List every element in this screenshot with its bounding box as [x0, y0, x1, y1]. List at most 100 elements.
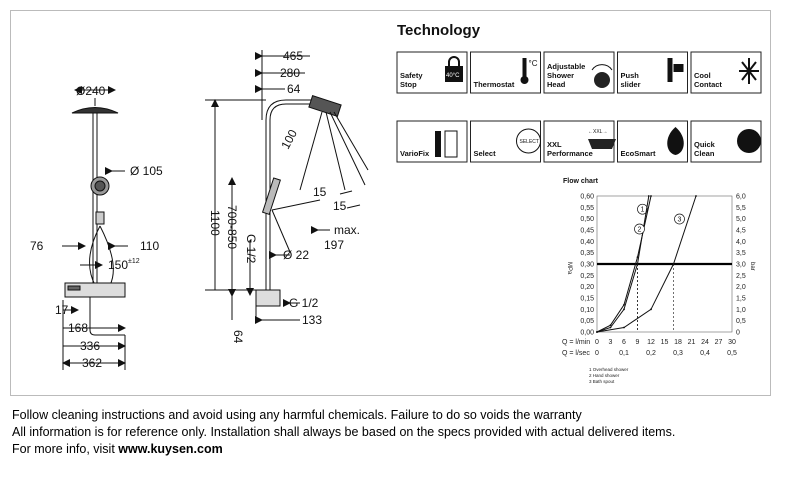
y-tick-right: 2,5	[736, 273, 746, 280]
dim-197: 197	[324, 238, 344, 252]
dim-64-bottom: 64	[231, 330, 245, 344]
tech-tile-label: Quick	[694, 140, 716, 149]
y-tick-right: 6,0	[736, 194, 746, 201]
y-tick-left: 0,55	[580, 205, 594, 212]
front-view	[62, 86, 128, 370]
tech-tile-label: Performance	[547, 149, 593, 158]
legend-entry: 3 Bath spout	[589, 379, 615, 384]
thermostat-icon: °C	[520, 58, 538, 84]
tech-tile-label: Adjustable	[547, 62, 585, 71]
y-tick-left: 0,00	[580, 330, 594, 337]
y-tick-left: 0,45	[580, 228, 594, 235]
tech-tile-label: Head	[547, 80, 566, 89]
technical-drawing: Ø240 Ø 105 76 110 150 ±12 17 168 336 362	[30, 22, 762, 384]
quick-clean-icon	[737, 129, 761, 153]
x-axis-label-lsec: Q = l/sec	[562, 350, 590, 357]
data-point	[695, 195, 697, 197]
y-tick-left: 0,05	[580, 318, 594, 325]
y-tick-left: 0,50	[580, 216, 594, 223]
dim-150: 150	[108, 258, 128, 272]
y-tick-left: 0,15	[580, 296, 594, 303]
y-tick-left: 0,25	[580, 273, 594, 280]
dim-max: max.	[334, 223, 360, 237]
dim-110: 110	[140, 239, 159, 253]
dim-150-tol: ±12	[128, 258, 140, 265]
data-point	[609, 326, 612, 329]
y-tick-right: 1,5	[736, 296, 746, 303]
y-tick-right: 1,0	[736, 307, 746, 314]
data-point	[623, 308, 625, 311]
y-tick-right: 5,0	[736, 216, 746, 223]
y-tick-left: 0,40	[580, 239, 594, 246]
tech-tile-label: slider	[621, 80, 641, 89]
x-tick-lmin: 0	[595, 339, 599, 346]
x-tick-lmin: 12	[647, 339, 655, 346]
footer-prefix: For more info, visit	[12, 442, 119, 456]
dim-g12-b: G 1/2	[289, 296, 319, 310]
dim-1100: 1100	[208, 210, 222, 236]
chart-title: Flow chart	[563, 178, 599, 185]
footer-line-3: For more info, visit www.kuysen.com	[12, 441, 782, 458]
dim-o22: Ø 22	[283, 248, 309, 262]
footer-line-2: All information is for reference only. I…	[12, 425, 676, 439]
tech-tile-badge: °C	[529, 59, 538, 68]
tech-tile-label: Stop	[400, 80, 417, 89]
dim-64-top: 64	[287, 82, 301, 96]
tech-tile-label: Safety	[400, 71, 423, 80]
website-link[interactable]: www.kuysen.com	[118, 442, 223, 456]
side-view	[205, 50, 369, 324]
dim-15-b: 15	[333, 199, 347, 213]
variofix-icon	[435, 130, 458, 158]
y-tick-left: 0,10	[580, 307, 594, 314]
dim-17: 17	[55, 303, 69, 317]
tech-tile-label: Push	[621, 71, 640, 80]
dim-240: Ø240	[76, 84, 106, 98]
data-point	[650, 308, 652, 311]
tech-tile-label: Thermostat	[474, 80, 515, 89]
x-tick-lmin: 27	[715, 339, 723, 346]
y-tick-right: 4,5	[736, 228, 746, 235]
x-tick-lsec: 0,4	[700, 350, 710, 357]
adjustable-head-icon	[591, 64, 613, 88]
tech-tile-label: Clean	[694, 149, 715, 158]
tech-tile-label: Cool	[694, 71, 711, 80]
series-marker-label: 3	[678, 217, 682, 224]
data-point	[623, 303, 625, 306]
y-tick-left: 0,35	[580, 250, 594, 257]
dim-100: 100	[278, 127, 300, 152]
data-point	[647, 195, 650, 197]
dim-133: 133	[302, 313, 322, 327]
dim-15-a: 15	[313, 185, 327, 199]
push-slider-icon	[667, 58, 684, 82]
series-marker-label: 1	[641, 207, 645, 214]
series-marker-label: 2	[638, 227, 642, 234]
y-tick-right: 4,0	[736, 239, 746, 246]
dim-168: 168	[68, 321, 88, 335]
y-axis-label-left: MPa	[566, 262, 572, 275]
tech-tile-label: EcoSmart	[621, 149, 657, 158]
dim-700-850: 700-850	[225, 205, 239, 249]
x-tick-lmin: 30	[728, 339, 736, 346]
x-tick-lmin: 6	[622, 339, 626, 346]
dim-336: 336	[80, 339, 100, 353]
x-tick-lmin: 3	[609, 339, 613, 346]
x-tick-lsec: 0,2	[646, 350, 656, 357]
tech-tile-label: Shower	[547, 71, 574, 80]
tech-tile-badge: SELECT	[520, 139, 539, 145]
y-tick-right: 0	[736, 330, 740, 337]
y-tick-right: 0,5	[736, 318, 746, 325]
series-marker-1	[637, 203, 648, 215]
legend-entry: 1 Overhead shower	[589, 367, 629, 372]
x-tick-lsec: 0,3	[673, 350, 683, 357]
tech-tile-2: Thermostat °C	[470, 51, 541, 94]
legend-entry: 2 Hand shower	[589, 373, 620, 378]
footer-line-1: Follow cleaning instructions and avoid u…	[12, 408, 582, 422]
